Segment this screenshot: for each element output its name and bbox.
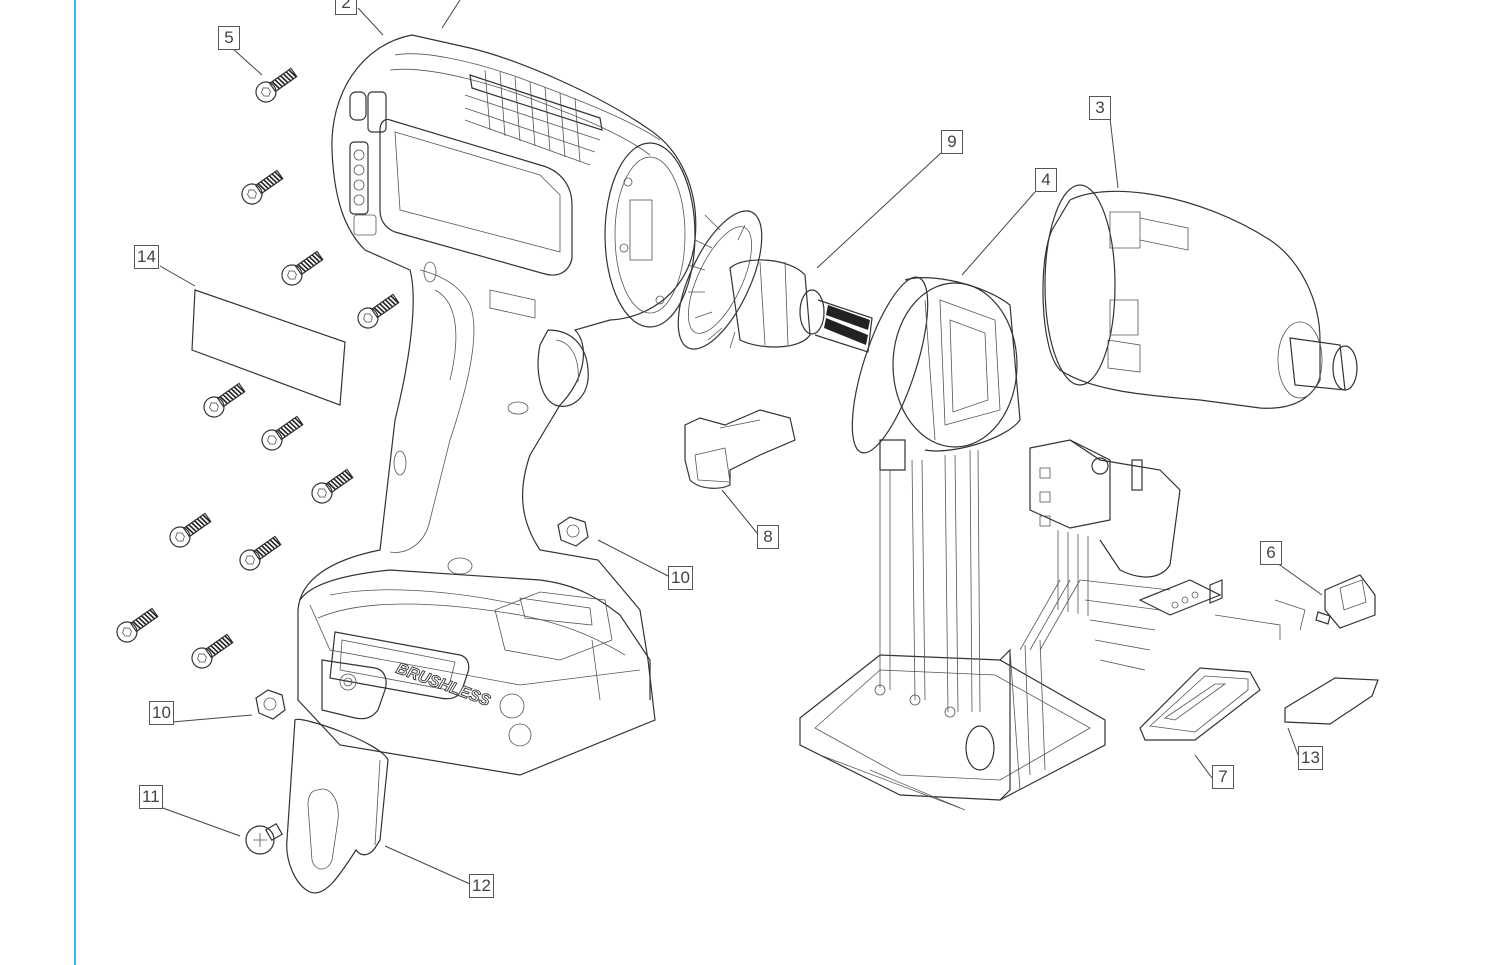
brand-text: BRUSHLESS [394,660,493,710]
clip-screw [245,822,284,855]
rotor-assembly [677,210,873,353]
callout-4: 4 [1035,168,1057,192]
screw [357,293,400,329]
screw [281,250,324,286]
callout-3: 3 [1089,96,1111,120]
callout-6: 6 [1260,541,1282,565]
screw [116,607,159,643]
screw [203,382,246,418]
page-margin-line [74,0,76,965]
screw [241,169,284,205]
callout-9: 9 [941,130,963,154]
callout-7: 7 [1212,765,1234,789]
screw [169,512,212,548]
nut-left [255,689,286,720]
nut-right [557,516,589,547]
base-tray [799,449,1106,811]
stator-board [851,276,1021,471]
callout-11: 11 [139,785,163,809]
callout-13: 13 [1298,746,1323,770]
callout-14: 14 [134,245,159,269]
callout-10-left: 10 [149,701,174,725]
screw [191,633,234,669]
screw [255,67,298,103]
callout-5: 5 [218,26,240,50]
warning-label [1284,677,1379,725]
belt-clip [286,718,389,894]
trigger-switch [1029,439,1181,616]
housing-shell: BRUSHLESS [297,34,697,776]
latch-button [684,409,796,489]
callout-12: 12 [469,874,494,898]
screw [239,535,282,571]
callout-8: 8 [757,525,779,549]
label-plate [191,289,346,406]
callout-2: 2 [335,0,357,15]
wiring-harness [1019,579,1306,671]
led-pcb [1315,574,1376,629]
leader-lines [159,0,1323,885]
gear-housing [1042,184,1358,409]
screw [261,415,304,451]
indicator-lens [1139,667,1261,741]
housing-screws [116,67,400,669]
screw [311,468,354,504]
callout-10-right: 10 [668,566,693,590]
